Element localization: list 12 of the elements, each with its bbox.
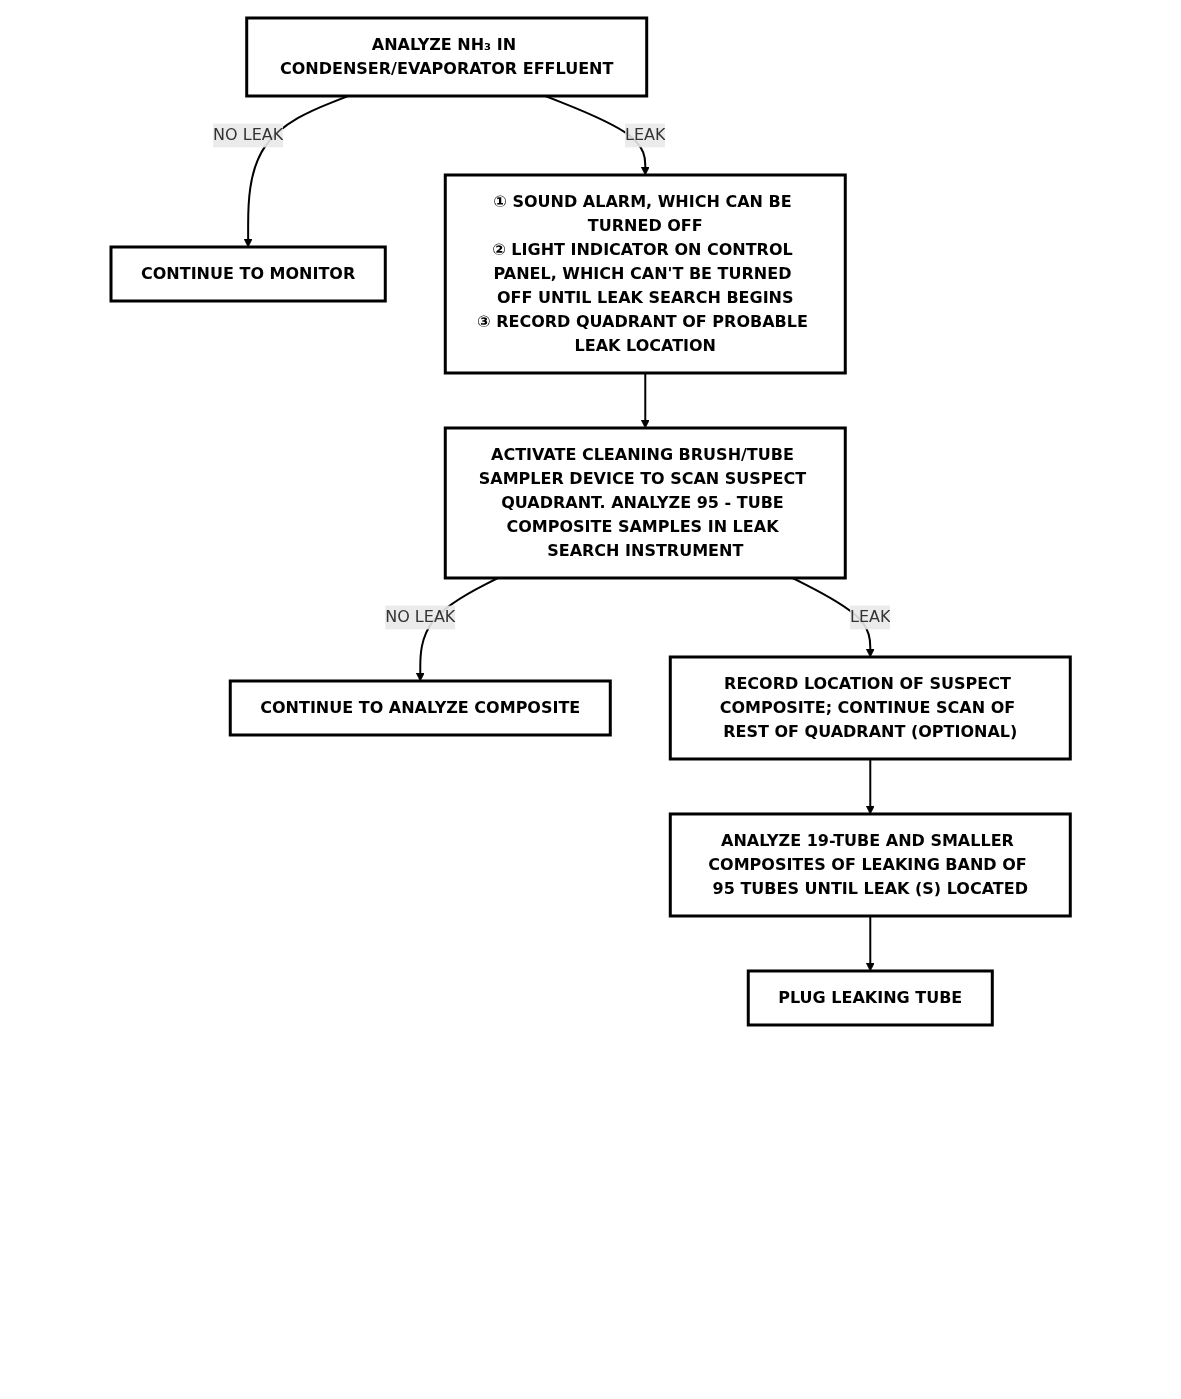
edge-label: LEAK bbox=[849, 607, 891, 627]
node-box: ANALYZE NH₃ IN CONDENSER/EVAPORATOR EFFLUENT bbox=[245, 16, 649, 98]
node-box: CONTINUE TO ANALYZE COMPOSITE bbox=[228, 679, 612, 737]
edge-label: LEAK bbox=[624, 125, 666, 145]
node-box: CONTINUE TO MONITOR bbox=[109, 245, 387, 303]
node-box: PLUG LEAKING TUBE bbox=[746, 969, 994, 1027]
edge-label: NO LEAK bbox=[212, 125, 284, 145]
node-box: ACTIVATE CLEANING BRUSH/TUBE SAMPLER DEVICE TO SCAN SUSPECT QUADRANT. ANALYZE 95 - TUBE COMPOSITE SAMPLES IN LEAK SEARCH INSTRUMENT bbox=[443, 426, 847, 580]
node-box: RECORD LOCATION OF SUSPECT COMPOSITE; CONTINUE SCAN OF REST OF QUADRANT (OPTIONAL) bbox=[668, 655, 1072, 761]
node-box: ANALYZE 19-TUBE AND SMALLER COMPOSITES OF LEAKING BAND OF 95 TUBES UNTIL LEAK (S) LOCATED bbox=[668, 812, 1072, 918]
node-box: ① SOUND ALARM, WHICH CAN BE TURNED OFF ② LIGHT INDICATOR ON CONTROL PANEL, WHICH CAN'T BE TURNED OFF UNTIL LEAK SEARCH BEGINS ③ RECORD QUADRANT OF PROBABLE LEAK LOCATION bbox=[443, 173, 847, 375]
edge-label: NO LEAK bbox=[385, 607, 456, 627]
